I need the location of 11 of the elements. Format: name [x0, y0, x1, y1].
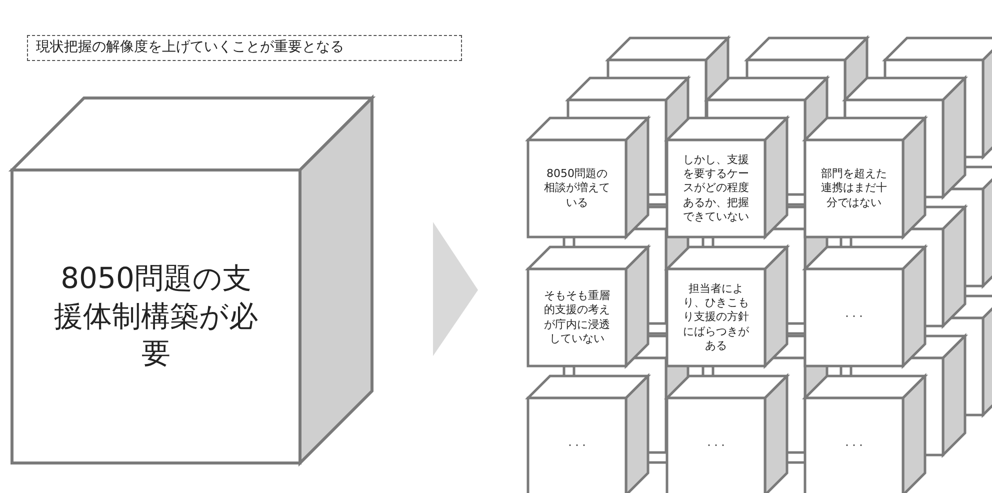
cube-label: しかし、支援を要するケースがどの程度あるか、把握できていない: [682, 152, 750, 224]
cube-label: 担当者により、ひきこもり支援の方針にばらつきがある: [682, 282, 750, 354]
cube-label: · · ·: [845, 310, 863, 325]
cube-label: 部門を超えた連携はまだ十分ではない: [820, 167, 888, 210]
cube-label: 8050問題の相談が増えている: [543, 167, 611, 210]
cube-label: · · ·: [707, 439, 725, 454]
note-box: 現状把握の解像度を上げていくことが重要となる: [27, 35, 462, 61]
cube-label: 8050問題の支援体制構築が必要: [53, 260, 259, 372]
cube-label: · · ·: [845, 439, 863, 454]
cube-label: · · ·: [568, 439, 586, 454]
cube-label: そもそも重層的支援の考えが庁内に浸透していない: [543, 288, 611, 346]
